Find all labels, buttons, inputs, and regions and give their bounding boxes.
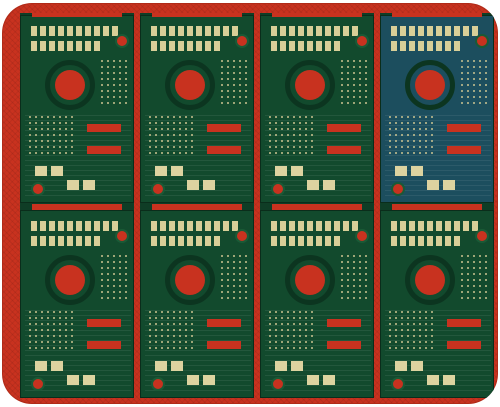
pcb-board xyxy=(140,15,254,203)
break-tab xyxy=(32,13,122,17)
break-tab xyxy=(152,13,242,17)
break-tab xyxy=(152,204,242,210)
pcb-photo xyxy=(2,3,498,404)
pcb-board xyxy=(380,15,494,203)
break-tab xyxy=(272,13,362,17)
pcb-board xyxy=(380,210,494,398)
pcb-board xyxy=(140,210,254,398)
pcb-board xyxy=(20,15,134,203)
pcb-board xyxy=(260,15,374,203)
break-tab xyxy=(392,204,482,210)
break-tab xyxy=(392,13,482,17)
pcb-board xyxy=(260,210,374,398)
break-tab xyxy=(32,204,122,210)
pcb-board xyxy=(20,210,134,398)
break-tab xyxy=(272,204,362,210)
